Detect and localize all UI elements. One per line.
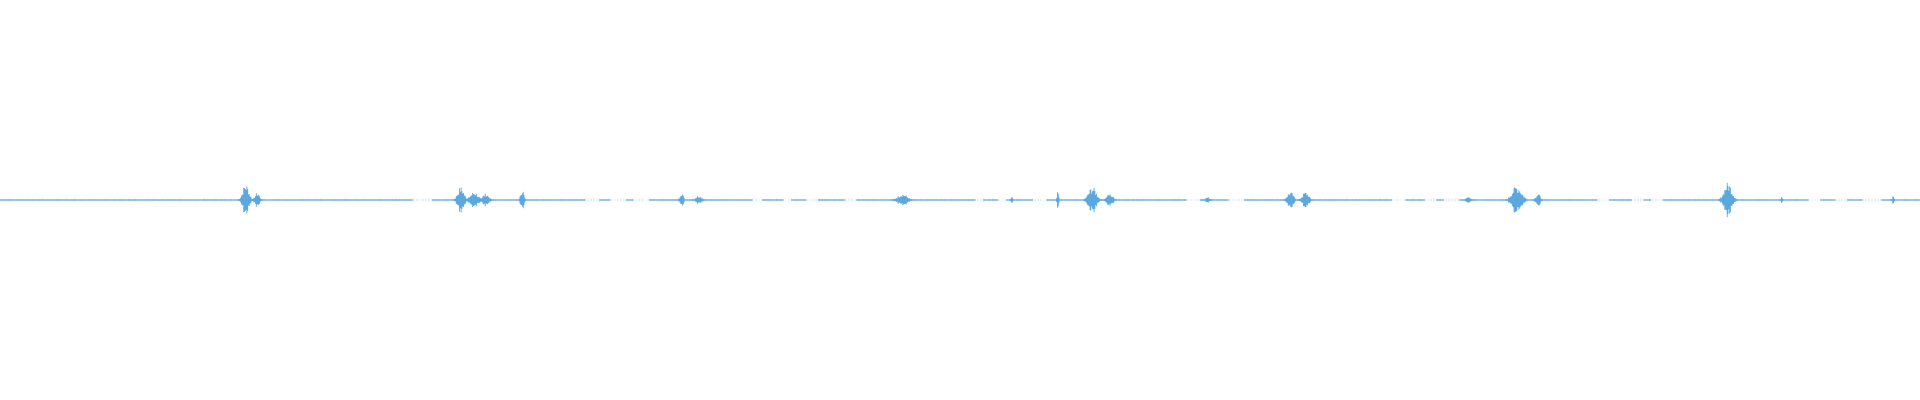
waveform-burst	[890, 194, 914, 206]
waveform-burst	[1082, 187, 1103, 213]
waveform-burst	[1462, 197, 1475, 203]
waveform-burst	[237, 186, 254, 214]
waveform-burst	[1201, 197, 1214, 203]
waveform-burst	[251, 193, 264, 207]
waveform-burst	[1531, 194, 1544, 206]
waveform-centerline	[0, 198, 1920, 202]
waveform-burst	[1717, 182, 1739, 218]
waveform-burst	[477, 193, 494, 207]
waveform-burst	[517, 191, 527, 209]
waveform-burst	[677, 194, 686, 206]
waveform-burst	[1504, 187, 1529, 213]
waveform-burst	[1055, 192, 1061, 208]
waveform-burst	[690, 196, 707, 204]
waveform-burst	[1779, 197, 1785, 203]
waveform-burst	[1297, 192, 1314, 208]
waveform-burst	[1890, 196, 1896, 204]
waveform-bursts	[237, 182, 1896, 218]
waveform-burst	[1101, 194, 1118, 206]
waveform-burst	[1009, 197, 1015, 203]
waveform-noise-floor	[0, 198, 1918, 202]
waveform-burst	[1282, 192, 1299, 208]
